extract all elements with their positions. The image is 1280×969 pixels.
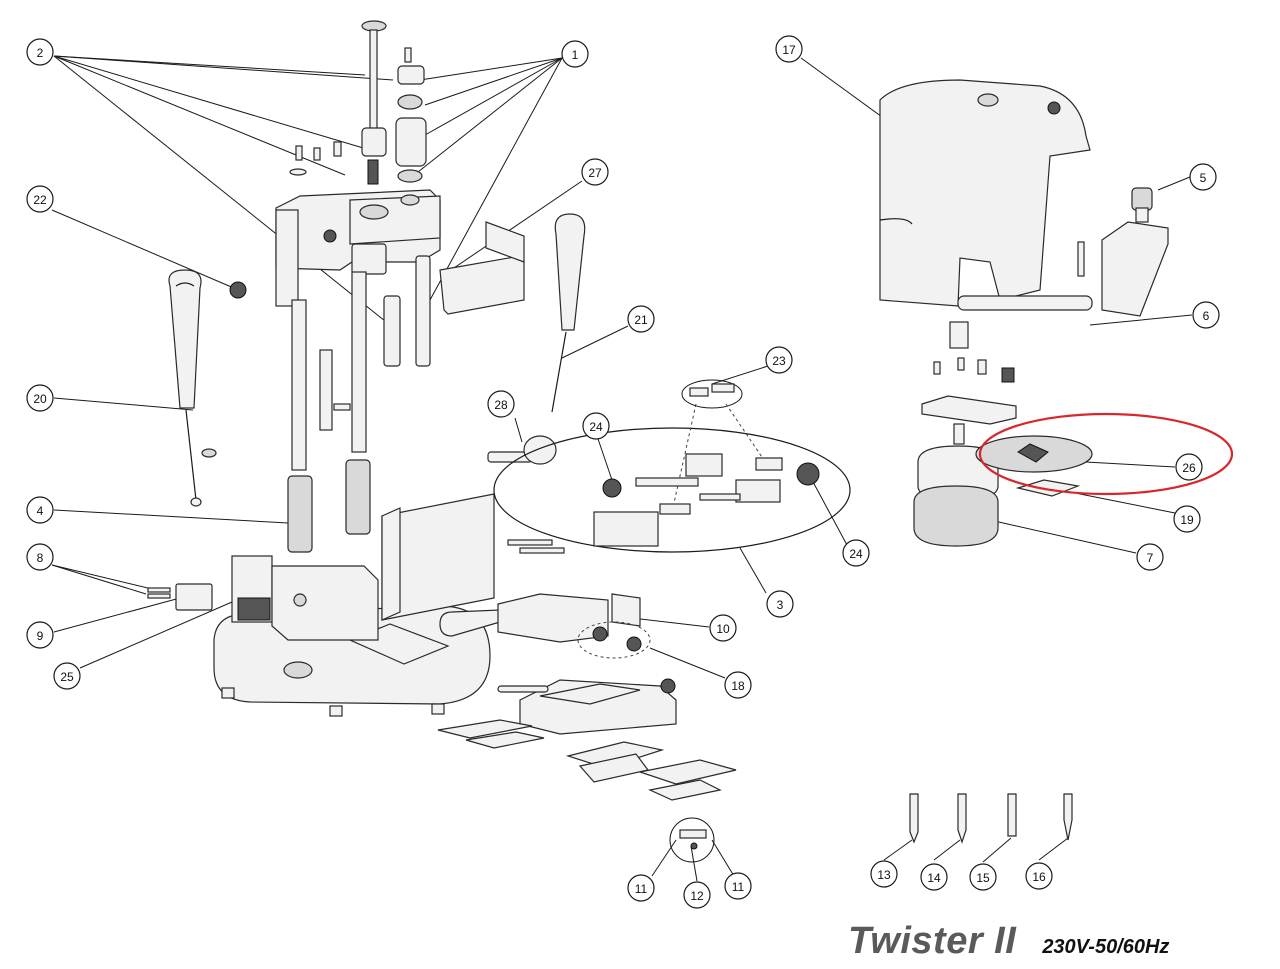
callout-24-left: 24 <box>582 412 610 440</box>
leader-lines <box>51 55 1193 882</box>
svg-text:26: 26 <box>1182 461 1196 475</box>
svg-text:27: 27 <box>588 166 602 180</box>
tray-part <box>439 221 525 315</box>
callout-14: 14 <box>920 863 948 891</box>
callout-28: 28 <box>487 390 515 418</box>
machine-base <box>147 555 491 717</box>
springs <box>287 459 371 553</box>
callout-13: 13 <box>870 860 898 888</box>
callout-11-right: 11 <box>724 872 752 900</box>
callout-2: 2 <box>26 38 54 66</box>
svg-text:28: 28 <box>494 398 508 412</box>
callout-18: 18 <box>724 671 752 699</box>
callout-6: 6 <box>1192 301 1220 329</box>
svg-text:24: 24 <box>589 420 603 434</box>
callout-7: 7 <box>1136 543 1164 571</box>
svg-text:14: 14 <box>927 871 941 885</box>
callout-19: 19 <box>1173 505 1201 533</box>
svg-text:22: 22 <box>33 193 47 207</box>
callout-10: 10 <box>709 614 737 642</box>
svg-text:15: 15 <box>976 871 990 885</box>
motor-stack <box>913 321 1234 547</box>
svg-text:20: 20 <box>33 392 47 406</box>
svg-text:23: 23 <box>772 354 786 368</box>
callout-20: 20 <box>26 384 54 412</box>
callout-15: 15 <box>969 863 997 891</box>
machine-head <box>275 189 441 471</box>
svg-text:3: 3 <box>777 598 784 612</box>
cover-part <box>879 79 1093 311</box>
callout-21: 21 <box>627 305 655 333</box>
callout-25: 25 <box>53 662 81 690</box>
vise-assembly <box>493 379 851 554</box>
svg-text:25: 25 <box>60 670 74 684</box>
callout-23: 23 <box>765 346 793 374</box>
svg-text:18: 18 <box>731 679 745 693</box>
svg-text:12: 12 <box>690 889 704 903</box>
svg-text:8: 8 <box>37 551 44 565</box>
svg-text:7: 7 <box>1147 551 1154 565</box>
carriage <box>437 678 737 863</box>
svg-text:9: 9 <box>37 629 44 643</box>
callout-5: 5 <box>1189 163 1217 191</box>
spindle-stack <box>289 20 427 185</box>
svg-text:11: 11 <box>732 880 745 894</box>
svg-text:19: 19 <box>1180 513 1194 527</box>
bracket-part <box>1077 187 1169 317</box>
svg-text:16: 16 <box>1032 870 1046 884</box>
svg-text:6: 6 <box>1203 309 1210 323</box>
callout-9: 9 <box>26 621 54 649</box>
callout-26-highlight-ring <box>978 412 1234 496</box>
callout-11-left: 11 <box>627 874 655 902</box>
vise-body <box>439 593 651 659</box>
callout-3: 3 <box>766 590 794 618</box>
voltage-rating: 230V-50/60Hz <box>1042 936 1170 958</box>
svg-text:1: 1 <box>572 48 579 62</box>
product-title: Twister II 230V-50/60Hz <box>848 920 1170 962</box>
callout-27: 27 <box>581 158 609 186</box>
callout-22: 22 <box>26 185 54 213</box>
plate <box>381 493 495 621</box>
callout-8: 8 <box>26 543 54 571</box>
svg-text:5: 5 <box>1200 171 1207 185</box>
svg-text:10: 10 <box>716 622 730 636</box>
svg-text:4: 4 <box>37 504 44 518</box>
callout-1: 1 <box>561 40 589 68</box>
svg-text:2: 2 <box>37 46 44 60</box>
callout-24-right: 24 <box>842 539 870 567</box>
callout-26: 26 <box>1175 453 1203 481</box>
svg-text:24: 24 <box>849 547 863 561</box>
model-name: Twister II <box>848 920 1017 962</box>
shaft-part <box>487 435 557 465</box>
cutter-bits <box>909 793 1073 844</box>
callout-4: 4 <box>26 496 54 524</box>
svg-text:13: 13 <box>877 868 891 882</box>
callout-12: 12 <box>683 881 711 909</box>
handles <box>168 213 586 507</box>
callout-17: 17 <box>775 35 803 63</box>
svg-text:21: 21 <box>634 313 648 327</box>
svg-text:17: 17 <box>782 43 796 57</box>
callout-16: 16 <box>1025 862 1053 890</box>
svg-text:11: 11 <box>635 882 648 896</box>
